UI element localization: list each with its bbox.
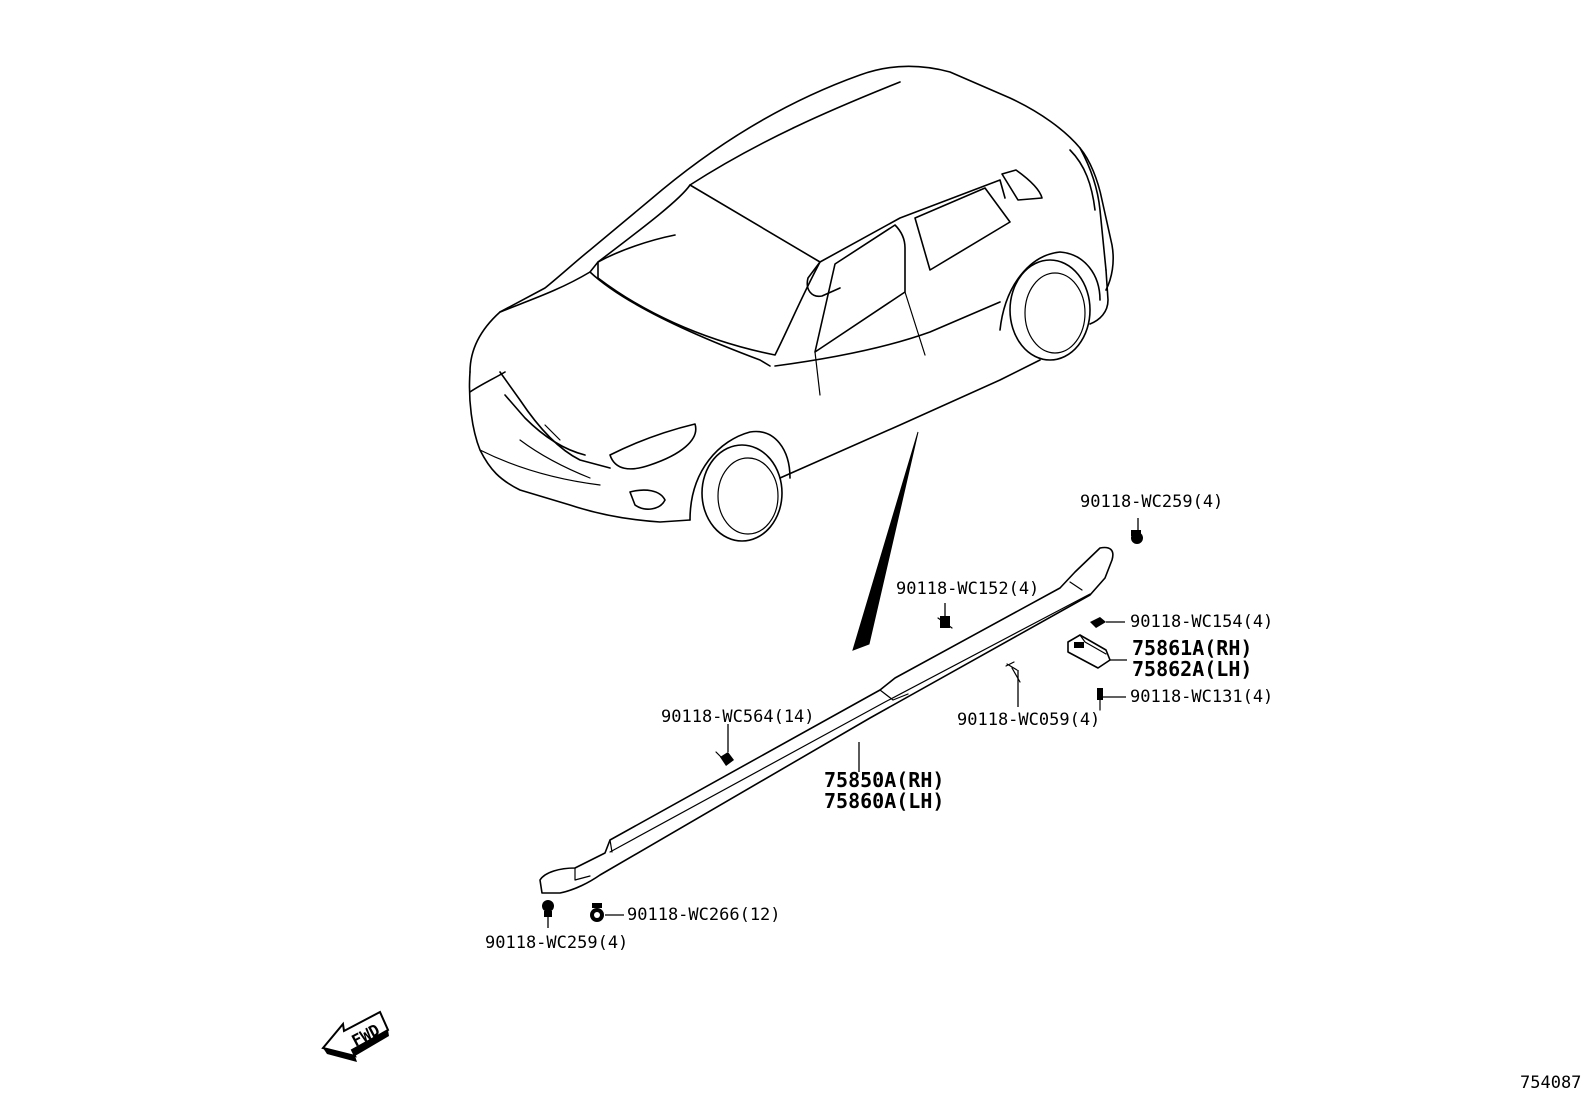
screw-bracket-icon — [1097, 688, 1103, 711]
clip-rear-top-icon — [1131, 530, 1143, 544]
diagram-id: 754087 — [1520, 1073, 1581, 1093]
callout-clip-front: 90118-WC259(4) — [485, 933, 628, 953]
callout-clip-rear-small: 90118-WC154(4) — [1130, 612, 1273, 632]
callout-clip-upper: 90118-WC152(4) — [896, 579, 1039, 599]
nut-front-icon — [590, 903, 604, 922]
clip-mid-icon — [715, 751, 734, 766]
clip-rear-small-icon — [1090, 617, 1106, 628]
callout-screw-mid: 90118-WC059(4) — [957, 710, 1100, 730]
callout-bracket-lh: 75862A(LH) — [1132, 657, 1252, 681]
clip-upper-icon — [937, 616, 953, 629]
callout-bracket-rh: 75861A(RH) — [1132, 636, 1252, 660]
pointer-wedge — [852, 431, 919, 651]
bracket-icon — [1067, 634, 1111, 669]
callout-sill-lh: 75860A(LH) — [824, 789, 944, 813]
fwd-arrow-icon: FWD — [321, 1010, 390, 1062]
callout-clip-rear-top: 90118-WC259(4) — [1080, 492, 1223, 512]
callout-sill-rh: 75850A(RH) — [824, 768, 944, 792]
callout-nut-front: 90118-WC266(12) — [627, 905, 781, 925]
vehicle-illustration — [468, 65, 1114, 542]
side-sill-garnish — [539, 546, 1114, 894]
callout-clip-mid: 90118-WC564(14) — [661, 707, 815, 727]
clip-front-icon — [542, 900, 554, 917]
callout-screw-bracket: 90118-WC131(4) — [1130, 687, 1273, 707]
screw-mid-icon — [1005, 661, 1021, 683]
